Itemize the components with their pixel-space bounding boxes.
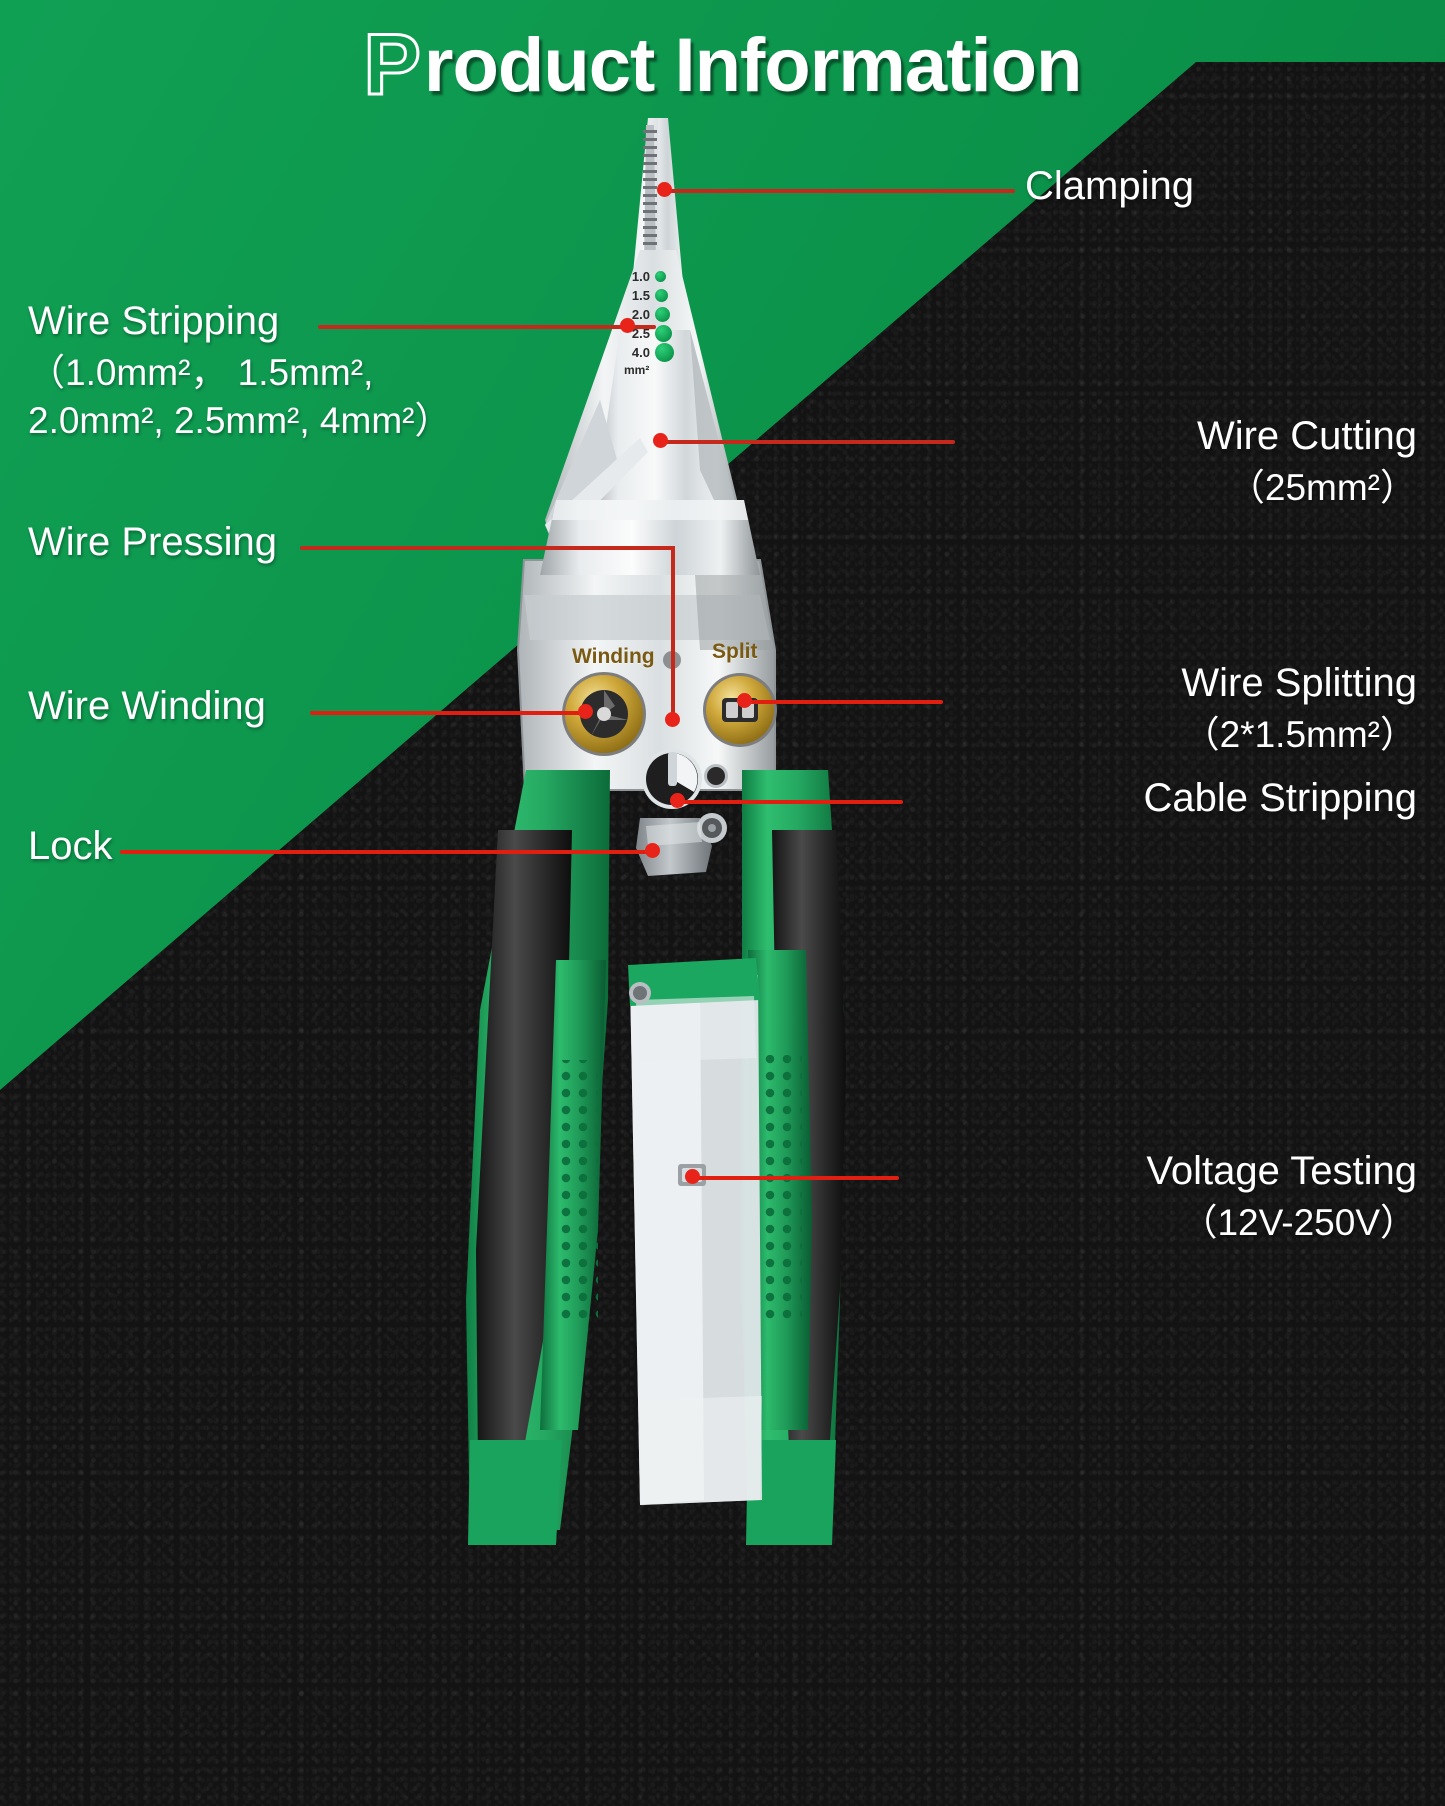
leader-line-wire-splitting bbox=[743, 700, 943, 704]
gauge-value: 1.0 bbox=[631, 269, 650, 284]
gauge-hole-icon bbox=[655, 271, 666, 282]
winding-marking: Winding bbox=[572, 645, 655, 668]
callout-voltage-testing: Voltage Testing （12V-250V） bbox=[1146, 1148, 1417, 1245]
callout-wire-cutting-spec: （25mm²） bbox=[1227, 467, 1417, 509]
leader-dot-wire-stripping bbox=[620, 318, 635, 333]
callout-wire-winding: Wire Winding bbox=[28, 683, 266, 730]
callout-cable-stripping-label: Cable Stripping bbox=[1143, 776, 1418, 820]
gauge-value: 4.0 bbox=[631, 345, 650, 360]
title-initial-p: P bbox=[362, 16, 422, 115]
gauge-value: 2.5 bbox=[631, 326, 650, 341]
leader-line-wire-pressing-vertical bbox=[671, 546, 675, 721]
gauge-unit: mm² bbox=[624, 363, 650, 377]
leader-line-wire-pressing bbox=[300, 546, 675, 550]
leader-dot-clamping bbox=[657, 182, 672, 197]
callout-clamping: Clamping bbox=[1025, 163, 1194, 210]
gauge-row: 2.5 bbox=[624, 325, 674, 342]
leader-line-wire-stripping bbox=[318, 325, 656, 329]
leader-dot-voltage-testing bbox=[685, 1169, 700, 1184]
callout-lock: Lock bbox=[28, 823, 113, 870]
leader-dot-wire-pressing bbox=[665, 712, 680, 727]
split-marking: Split bbox=[712, 640, 758, 663]
leader-line-wire-winding bbox=[310, 711, 585, 715]
leader-dot-wire-cutting bbox=[653, 433, 668, 448]
callout-wire-pressing: Wire Pressing bbox=[28, 519, 277, 566]
leader-line-clamping bbox=[663, 189, 1015, 193]
gauge-row: 1.5 bbox=[624, 287, 674, 304]
gauge-value: 2.0 bbox=[631, 307, 650, 322]
gauge-row: 4.0 bbox=[624, 343, 674, 362]
callout-wire-cutting: Wire Cutting （25mm²） bbox=[1197, 413, 1417, 510]
gauge-hole-icon bbox=[655, 289, 668, 302]
gauge-value: 1.5 bbox=[631, 288, 650, 303]
gauge-row: 2.0 bbox=[624, 306, 674, 323]
callout-lock-label: Lock bbox=[28, 824, 113, 868]
callout-wire-stripping: Wire Stripping （1.0mm²， 1.5mm², 2.0mm², … bbox=[28, 298, 451, 443]
leader-line-voltage-testing bbox=[694, 1176, 899, 1180]
leader-dot-lock bbox=[645, 843, 660, 858]
callout-wire-splitting-spec: （2*1.5mm²） bbox=[1182, 714, 1417, 756]
callout-voltage-testing-spec: （12V-250V） bbox=[1180, 1202, 1417, 1244]
leader-dot-wire-winding bbox=[578, 704, 593, 719]
callout-wire-stripping-label: Wire Stripping bbox=[28, 299, 280, 343]
leader-line-cable-stripping bbox=[678, 800, 903, 804]
leader-line-wire-cutting bbox=[663, 440, 955, 444]
callout-wire-stripping-spec-line1: （1.0mm²， 1.5mm², bbox=[28, 352, 374, 394]
gauge-hole-icon bbox=[655, 307, 670, 322]
title-text: roduct Information bbox=[423, 23, 1083, 108]
callout-wire-splitting: Wire Splitting （2*1.5mm²） bbox=[1181, 660, 1417, 757]
callout-clamping-label: Clamping bbox=[1025, 164, 1194, 208]
callout-wire-cutting-label: Wire Cutting bbox=[1196, 414, 1417, 458]
gauge-hole-icon bbox=[655, 325, 672, 342]
callout-voltage-testing-label: Voltage Testing bbox=[1146, 1149, 1417, 1193]
callout-wire-pressing-label: Wire Pressing bbox=[28, 520, 277, 564]
callout-wire-stripping-spec-line2: 2.0mm², 2.5mm², 4mm²） bbox=[28, 399, 452, 441]
callout-wire-splitting-label: Wire Splitting bbox=[1181, 661, 1417, 705]
leader-dot-wire-splitting bbox=[737, 693, 752, 708]
gauge-hole-icon bbox=[655, 343, 674, 362]
wire-gauge-scale: 1.0 1.5 2.0 2.5 4.0 mm² bbox=[624, 268, 674, 377]
callout-cable-stripping: Cable Stripping bbox=[1144, 775, 1418, 822]
callout-wire-winding-label: Wire Winding bbox=[28, 684, 266, 728]
leader-dot-cable-stripping bbox=[670, 793, 685, 808]
leader-line-lock bbox=[120, 850, 655, 854]
gauge-row: 1.0 bbox=[624, 268, 674, 285]
